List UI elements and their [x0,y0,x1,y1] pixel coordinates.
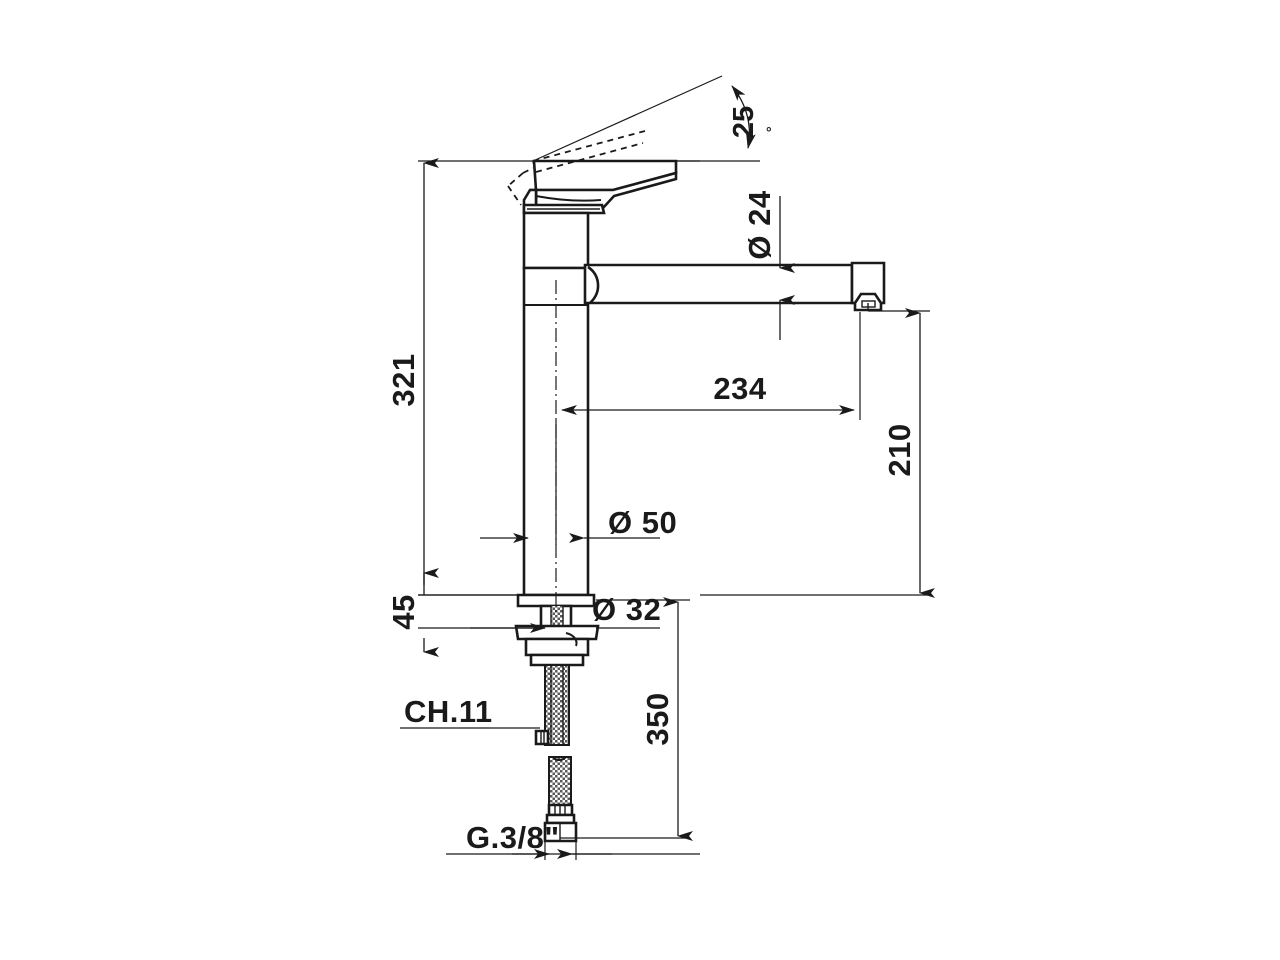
dim-label-dia24: Ø 24 [742,190,777,259]
dimension-210-spout-height: 210 [700,308,935,598]
dimension-350-hose-length: 350 [560,597,693,841]
dim-label-350: 350 [640,692,675,745]
dim-label-45: 45 [386,594,421,629]
dimension-234-spout-reach: 234 [555,312,861,545]
spout-body-fillet [587,265,600,304]
leader-g38-thread: G.3/8" [446,820,700,860]
hidden-pivot-arc-b [507,185,522,206]
dim-label-dia50: Ø 50 [608,505,677,540]
dimension-dia50-body: Ø 50 [480,505,677,560]
mounting-nut-upper [524,637,590,657]
dimension-25-degree-lever-angle: 25 ° [532,75,772,162]
hidden-lever-bottom [535,142,644,173]
dimension-dia24-spout: Ø 24 [742,190,795,340]
dim-label-25: 25 [728,106,760,138]
degree-symbol-icon: ° [766,124,772,140]
cartridge-barrel [522,211,590,270]
dim-label-g38: G.3/8" [466,820,560,855]
dimension-45-base-height: 45 [386,568,545,657]
washer-detail-curve [565,632,578,647]
dim-label-dia32: Ø 32 [592,592,661,627]
hose-lower-top-curve [552,756,567,761]
dim-label-321: 321 [386,353,421,406]
lever-open-position-hidden-outline [507,130,646,206]
dim-label-ch11: CH.11 [404,694,493,729]
lever-inner-curve [535,195,602,202]
shank-thread-hatch [551,606,563,630]
angle-arc-25 [731,85,756,149]
hose-braid-upper-outline [544,664,570,746]
dimension-dia32-shank: Ø 32 [470,592,661,633]
hidden-pivot-arc-c [522,167,534,174]
lever-handle [522,159,678,215]
spout-tube [583,263,854,305]
dim-label-234: 234 [713,371,766,406]
angle-ray-upper [532,75,723,162]
hose-braid-lower [549,757,571,807]
mounting-nut-lower [529,653,585,667]
hidden-lever-top [532,130,646,162]
dim-label-210: 210 [882,423,917,476]
wrench-flat-block [534,729,550,746]
leader-ch11-wrench-size: CH.11 [400,694,540,729]
hidden-lever-cap [532,160,537,173]
hidden-pivot-arc-a [507,172,524,187]
spout-outlet-head [850,261,886,305]
faucet-body-geometry [507,130,886,843]
